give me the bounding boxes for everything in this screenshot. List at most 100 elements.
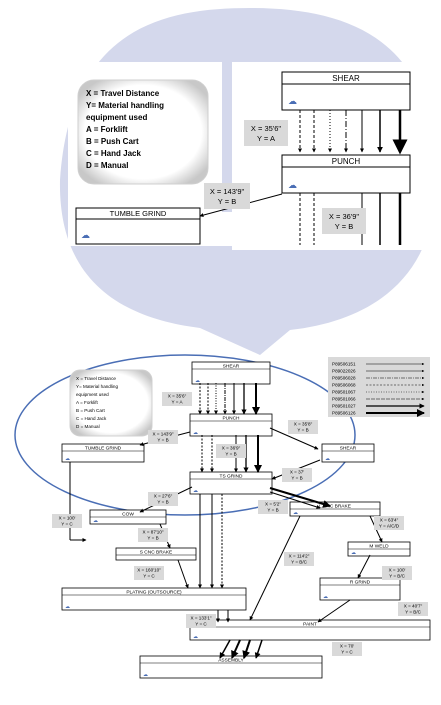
station-box	[61, 443, 145, 463]
flow-label-line: X = 37'	[290, 470, 304, 475]
flow-label-line: X = 27'6"	[154, 494, 173, 499]
flow-label-line: Y = B	[297, 428, 308, 433]
flow-label-line: Y = B	[225, 452, 236, 457]
flow-label-ts-lcnc: X = 5'2"Y = B	[258, 500, 288, 514]
zoom-tumble-box	[75, 207, 201, 245]
zoom-label-punch-down-y: Y = B	[335, 222, 353, 231]
zoom-label-punch-tumble-y: Y = B	[218, 197, 236, 206]
flow-label-line: X = 100'	[59, 516, 76, 521]
zoom-legend-line: B = Push Cart	[86, 137, 139, 146]
part-number: P89506068	[332, 383, 356, 388]
flow-label-scnc-plating: X = 160'10"Y = C	[134, 566, 164, 580]
flow-label-line: Y = A	[171, 400, 183, 405]
user-icon: ☁	[293, 510, 298, 516]
zoom-legend-text: X = Travel Distance Y= Material handling e…	[86, 89, 164, 170]
legend-small-line: A = Forklift	[76, 400, 99, 405]
flow-label-shear-punch: X = 35'6"Y = A	[162, 392, 192, 406]
station-label: TS GRIND	[220, 474, 243, 480]
station-assembly: ASSEMBLY ☁	[139, 655, 323, 679]
user-icon: ☁	[193, 634, 198, 640]
part-number: P89506028	[332, 376, 356, 381]
flow-label-shear2-ts: X = 37'Y = B	[282, 468, 312, 482]
part-number-list: P89506151P89022026P89506028P89506068P895…	[332, 362, 425, 417]
user-icon: ☁	[143, 672, 148, 678]
flow-label-cow-scnc: X = 87'10"Y = B	[138, 528, 168, 542]
station-label: R GRIND	[350, 580, 371, 586]
flow-label-line: Y = B/C	[291, 560, 308, 565]
flow-label-line: Y = C	[195, 622, 207, 627]
zoom-punch-box	[281, 154, 411, 194]
zoom-tumble-label: TUMBLE GRIND	[110, 209, 167, 218]
flow-label-mweld-rgrind: X = 100'Y = B/C	[382, 566, 412, 580]
station-scnc: S CNC BRAKE	[115, 547, 197, 561]
zoom-legend-line: X = Travel Distance	[86, 89, 160, 98]
flow-label-rgrind-paint: X = 40'7"Y = B/C	[398, 602, 428, 616]
flow-label-line: X = 35'6"	[168, 394, 187, 399]
legend-small-line: C = Hand Jack	[76, 416, 107, 421]
station-box	[189, 471, 273, 495]
part-number: P89022026	[332, 369, 356, 374]
zoom-punch-label: PUNCH	[332, 157, 361, 166]
flow-label-lcnc-paint: X = 114'2"Y = B/C	[284, 552, 314, 566]
station-rgrind: R GRIND☁	[319, 577, 401, 601]
station-box	[61, 587, 247, 611]
station-label: S CNC BRAKE	[140, 550, 173, 556]
user-icon: ☁	[351, 550, 356, 556]
zoom-label-shear-punch-y: Y = A	[257, 134, 275, 143]
flow-label-line: X = 35'8"	[294, 422, 313, 427]
station-label: PAINT	[303, 622, 317, 628]
flow-label-line: Y = B	[291, 476, 302, 481]
station-shear2: SHEAR ☁	[321, 443, 375, 463]
zoom-legend-line: Y= Material handling	[86, 101, 164, 110]
legend-small-line: equipment used	[76, 392, 109, 397]
user-icon: ☁	[325, 456, 330, 462]
flow-label-line: X = 63'4"	[380, 518, 399, 523]
station-box	[139, 655, 323, 679]
zoom-legend-line: equipment used	[86, 113, 147, 122]
flow-lines	[69, 383, 383, 659]
part-number-legend	[328, 357, 430, 417]
flow-label-line: X = 143'9"	[152, 432, 173, 437]
part-number: P89501027	[332, 404, 356, 409]
flow-label-line: Y = B	[147, 536, 158, 541]
user-icon: ☁	[195, 378, 200, 384]
flow-label-line: X = 133'1"	[190, 616, 211, 621]
part-number: P89501066	[332, 397, 356, 402]
flow-label-line: Y = A/C/D	[379, 524, 400, 529]
station-box	[189, 619, 431, 641]
station-label: COW	[122, 512, 134, 518]
flow-label-line: Y = C	[61, 522, 73, 527]
part-number: P89501067	[332, 390, 356, 395]
flow-label-punch-ts: X = 36'9"Y = B	[216, 444, 246, 458]
station-tumble: TUMBLE GRIND☁	[61, 443, 145, 463]
station-plating: PLATING (OUTSOURCE) ☁	[61, 587, 247, 611]
station-label: SHEAR	[223, 364, 240, 370]
flow-label-line: Y = B/C	[405, 610, 422, 615]
flow-label-tumble-cow: X = 100'Y = C	[52, 514, 82, 528]
user-icon: ☁	[193, 488, 198, 494]
user-icon: ☁	[65, 604, 70, 610]
user-icon: ☁	[193, 430, 198, 436]
station-label: PLATING (OUTSOURCE)	[126, 590, 182, 596]
zoom-label-shear-punch-x: X = 35'6"	[251, 124, 281, 133]
user-icon: ☁	[81, 230, 90, 240]
station-label: ASSEMBLY	[218, 658, 244, 664]
flow-label-punch-shear2: X = 35'8"Y = B	[288, 420, 318, 434]
flow-label-line: X = 87'10"	[142, 530, 163, 535]
legend-small-box	[69, 369, 153, 437]
station-cow: COW☁	[89, 509, 167, 525]
zoom-label-punch-tumble-x: X = 143'9"	[210, 187, 245, 196]
flow-label-line: X = 100'	[389, 568, 406, 573]
user-icon: ☁	[65, 456, 70, 462]
flow-label-line: Y = B	[267, 508, 278, 513]
flow-label-line: Y = B/C	[389, 574, 406, 579]
flow-label-line: X = 160'10"	[137, 568, 161, 573]
flow-label-lcnc-mweld: X = 63'4"Y = A/C/D	[374, 516, 404, 530]
zoom-legend-box	[77, 79, 209, 185]
flow-label-line: Y = C	[143, 574, 155, 579]
station-label: SHEAR	[340, 446, 357, 452]
station-punch: PUNCH☁	[189, 413, 273, 437]
